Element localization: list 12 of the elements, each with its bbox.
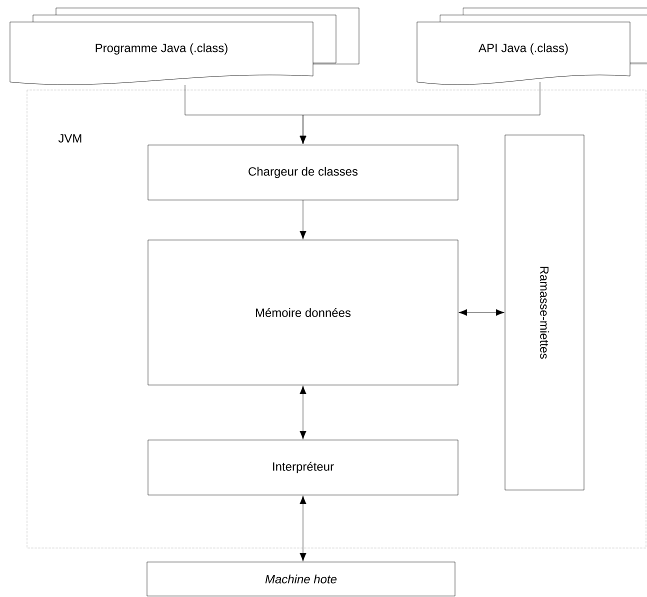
- arrow: [300, 386, 306, 440]
- arrow: [300, 496, 306, 562]
- arrow: [458, 309, 504, 316]
- arrow: [300, 82, 540, 144]
- process-box: Interpréteur: [148, 440, 458, 496]
- process-box: Ramasse-miettes: [504, 134, 584, 490]
- document-stack: API Java (.class): [416, 8, 647, 85]
- process-box: Machine hote: [146, 562, 456, 596]
- document-stack: Programme Java (.class): [10, 8, 360, 85]
- process-box: Mémoire données: [148, 240, 458, 386]
- process-box: Chargeur de classes: [148, 144, 458, 200]
- arrow: [300, 200, 306, 240]
